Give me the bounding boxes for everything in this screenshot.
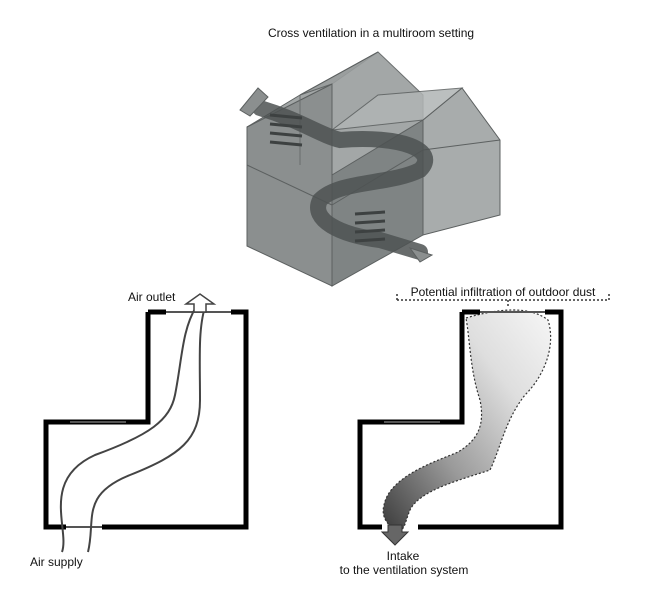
air-flow-line [59, 306, 197, 553]
dust-infiltration-label: Potential infiltration of outdoor dust [411, 285, 596, 299]
dust-infiltration-plume [382, 309, 552, 533]
right-floor-plan: Potential infiltration of outdoor dust I… [340, 285, 610, 577]
air-supply-label: Air supply [30, 555, 83, 569]
left-floor-plan: Air outlet Air supply [30, 290, 249, 569]
inlet-arrow-icon [408, 247, 434, 263]
intake-arrow-icon [380, 524, 410, 546]
diagram-title: Cross ventilation in a multiroom setting [268, 26, 474, 40]
air-flow-line [87, 306, 206, 553]
outlet-arrow-icon [239, 87, 269, 117]
lower-window-icon [354, 210, 386, 243]
left-plan-walls [43, 309, 249, 530]
right-plan-walls [357, 309, 564, 530]
air-outlet-arrow-icon [183, 293, 217, 313]
airflow-path [252, 100, 434, 260]
upper-window-icon [269, 113, 303, 147]
air-outlet-label: Air outlet [128, 290, 176, 304]
intake-label-line2: to the ventilation system [340, 563, 469, 577]
isometric-house-illustration [239, 51, 501, 287]
right-room-roof [330, 87, 464, 131]
intake-label-line1: Intake [387, 549, 420, 563]
